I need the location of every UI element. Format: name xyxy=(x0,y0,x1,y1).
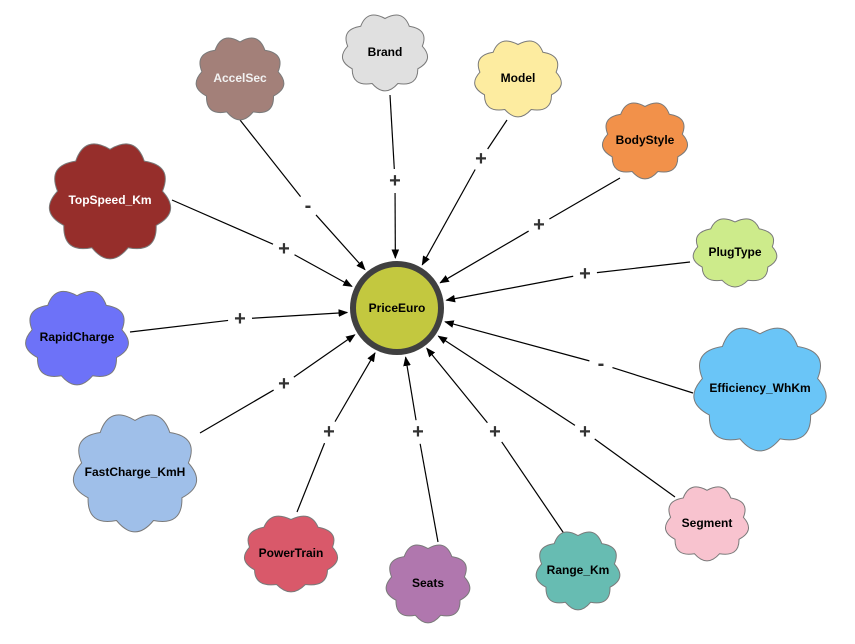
edge-plugtype-sign: + xyxy=(579,263,591,285)
edge-powertrain-segment-a xyxy=(296,442,326,513)
range-cloud-node xyxy=(535,531,621,611)
edge-accelsec-arrow xyxy=(315,214,366,271)
edge-efficiency-segment-a xyxy=(612,367,694,394)
rapidcharge-cloud-node xyxy=(25,290,129,386)
price-euro-node xyxy=(350,261,444,355)
model-label: Model xyxy=(501,71,536,85)
edge-topspeed-sign: + xyxy=(278,238,290,260)
edge-accelsec-segment-a xyxy=(239,119,302,197)
price-euro-label: PriceEuro xyxy=(369,301,426,315)
edge-range-segment-a xyxy=(501,441,568,539)
edge-fastcharge-sign: + xyxy=(278,373,290,395)
edge-bodystyle-sign: + xyxy=(533,214,545,236)
edge-powertrain-arrow xyxy=(334,352,376,422)
model-cloud-node xyxy=(474,40,562,118)
seats-cloud-node xyxy=(385,544,471,624)
edge-segment-arrow xyxy=(437,335,576,426)
accelsec-cloud-node xyxy=(195,37,285,121)
powertrain-label: PowerTrain xyxy=(259,546,324,560)
edge-seats-sign: + xyxy=(412,421,424,443)
brand-label: Brand xyxy=(368,45,403,59)
edge-model-arrow xyxy=(421,169,476,266)
powertrain-cloud-node xyxy=(243,515,339,593)
edge-segment-sign: + xyxy=(579,421,591,443)
edge-topspeed-arrow xyxy=(294,254,353,287)
edge-bodystyle-arrow xyxy=(439,230,529,284)
edge-brand-sign: + xyxy=(389,170,401,192)
edge-seats-segment-a xyxy=(419,443,439,543)
plugtype-label: PlugType xyxy=(708,245,761,259)
accelsec-label: AccelSec xyxy=(213,71,267,85)
seats-label: Seats xyxy=(412,576,444,590)
edge-accelsec-sign: - xyxy=(305,195,312,217)
edge-brand-segment-a xyxy=(389,94,395,170)
bodystyle-cloud-node xyxy=(602,102,688,180)
rapidcharge-label: RapidCharge xyxy=(40,330,115,344)
fastcharge-cloud-node xyxy=(73,414,197,533)
topspeed-cloud-node xyxy=(48,143,172,260)
edge-rapidcharge-segment-a xyxy=(129,319,229,333)
edge-bodystyle-segment-a xyxy=(549,177,621,220)
edge-efficiency-sign: - xyxy=(598,353,605,375)
bodystyle-label: BodyStyle xyxy=(616,133,675,147)
segment-label: Segment xyxy=(682,516,733,530)
edge-range-sign: + xyxy=(489,421,501,443)
efficiency-label: Efficiency_WhKm xyxy=(709,381,810,395)
range-label: Range_Km xyxy=(547,563,610,577)
topspeed-label: TopSpeed_Km xyxy=(68,193,151,207)
edge-plugtype-arrow xyxy=(445,275,574,303)
segment-cloud-node xyxy=(665,486,749,562)
edge-powertrain-sign: + xyxy=(323,421,335,443)
edge-fastcharge-arrow xyxy=(293,334,356,378)
brand-cloud-node xyxy=(342,14,428,92)
edge-plugtype-segment-a xyxy=(596,261,691,274)
edge-rapidcharge-sign: + xyxy=(234,308,246,330)
edge-topspeed-segment-a xyxy=(171,199,274,245)
edge-efficiency-arrow xyxy=(444,320,590,362)
edge-model-segment-a xyxy=(487,119,508,150)
edge-range-arrow xyxy=(426,347,488,424)
fastcharge-label: FastCharge_KmH xyxy=(85,465,186,479)
edge-segment-segment-a xyxy=(594,438,676,498)
edge-rapidcharge-arrow xyxy=(251,309,349,319)
plugtype-cloud-node xyxy=(692,218,778,288)
efficiency-cloud-node xyxy=(693,327,827,452)
edge-fastcharge-segment-a xyxy=(199,389,274,434)
edge-seats-arrow xyxy=(403,356,417,421)
edge-model-sign: + xyxy=(475,148,487,170)
